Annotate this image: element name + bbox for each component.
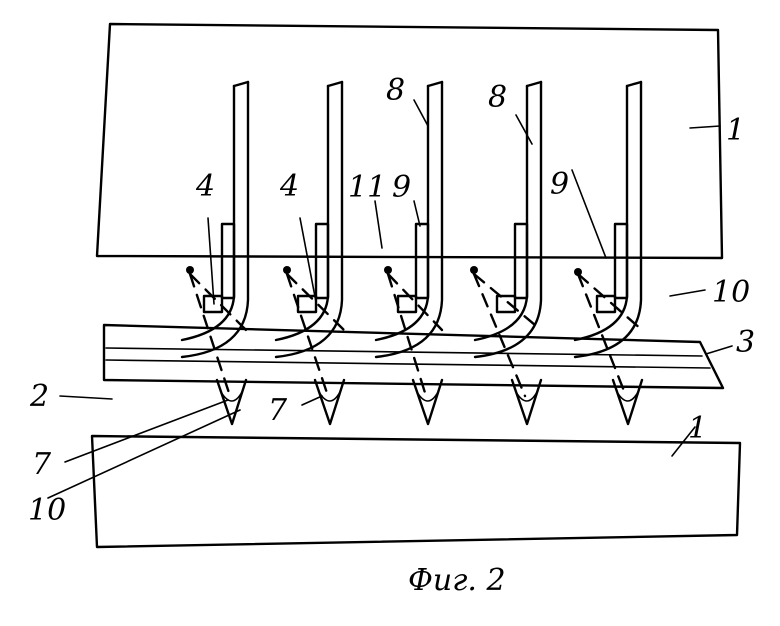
label-1-upper: 1 [726, 113, 745, 148]
tooth-arc [515, 391, 538, 402]
tooth-arc [616, 391, 639, 402]
bent-rod-inner [473, 80, 543, 359]
bent-rod-outer [473, 84, 529, 342]
clamp-plate [220, 222, 236, 300]
clamp-plate [314, 222, 330, 300]
clamp-block [595, 294, 617, 314]
tooth-tip [313, 378, 346, 426]
tooth-arc [220, 391, 243, 402]
trajectory-dash-left [188, 272, 232, 398]
label-4-a: 4 [195, 169, 215, 204]
bent-rod-inner [374, 80, 444, 359]
bent-rod-cap [426, 80, 444, 88]
clamp-plate [414, 222, 430, 300]
trajectory-dash-left [386, 272, 428, 398]
trajectory-dash-right [188, 272, 248, 332]
bent-rod-inner [180, 80, 250, 359]
rail-strip [102, 323, 725, 390]
trajectory-dash-left [472, 272, 527, 398]
pivot-dot [186, 266, 194, 274]
bent-rod-inner [573, 80, 643, 359]
clamp-block [495, 294, 517, 314]
bent-rod-outer [180, 84, 236, 342]
tooth-arc [416, 391, 439, 402]
trajectory-dash-right [576, 272, 644, 332]
label-2: 2 [29, 379, 49, 414]
label-9-a: 9 [392, 170, 411, 205]
upper-body-part [95, 22, 724, 260]
clamp-block [296, 294, 318, 314]
label-7-middle: 7 [268, 393, 288, 428]
clamp-plate [513, 222, 529, 300]
label-1-lower: 1 [688, 411, 707, 446]
bent-rod-cap [326, 80, 344, 88]
label-9-b: 9 [550, 167, 569, 202]
label-7-left: 7 [32, 447, 52, 482]
label-8-b: 8 [488, 80, 507, 115]
trajectory-dash-right [285, 272, 346, 332]
pivot-dot [384, 266, 392, 274]
pivot-dot [283, 266, 291, 274]
trajectory-dash-right [386, 272, 444, 332]
bent-rod-outer [274, 84, 330, 342]
clamp-plate [613, 222, 629, 300]
label-4-b: 4 [279, 169, 299, 204]
bent-rod-outer [573, 84, 629, 342]
tooth-tip [411, 378, 444, 426]
bent-rod-cap [525, 80, 543, 88]
label-8-a: 8 [386, 73, 405, 108]
bent-rod-cap [232, 80, 250, 88]
teeth-group [180, 80, 644, 426]
clamp-block [396, 294, 418, 314]
bent-rod-outer [374, 84, 430, 342]
bent-rod-cap [625, 80, 643, 88]
label-10-right: 10 [712, 275, 750, 310]
label-3: 3 [736, 325, 755, 360]
pivot-dot [574, 268, 582, 276]
lower-body-part [90, 434, 742, 549]
label-10-left: 10 [28, 493, 66, 528]
leader-lines [47, 99, 733, 499]
tooth-arc [318, 391, 341, 402]
label-11: 11 [348, 170, 386, 205]
reference-labels: 1 1 2 3 4 4 11 9 9 8 8 10 7 10 7 [28, 73, 755, 528]
trajectory-dash-right [472, 272, 543, 332]
trajectory-dash-left [576, 272, 628, 398]
bent-rod-inner [274, 80, 344, 359]
pivot-dot [470, 266, 478, 274]
trajectory-dash-left [285, 272, 330, 398]
figure-caption: Фиг. 2 [408, 563, 506, 598]
